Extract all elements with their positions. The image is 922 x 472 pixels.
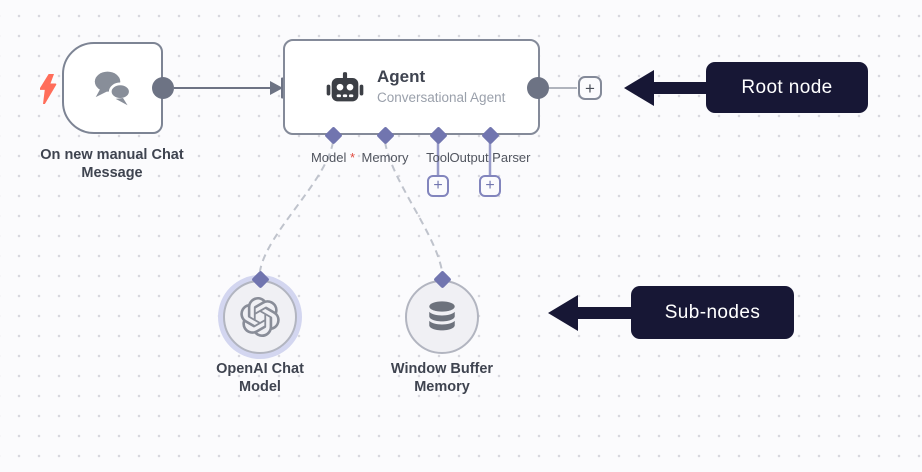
port-label-tool: Tool [426,150,450,165]
plus-icon: + [585,78,595,98]
trigger-node-label: On new manual Chat Message [40,147,184,181]
agent-title: Agent [377,67,426,86]
subnodes-arrow-shaft [574,307,634,319]
trigger-node[interactable] [62,42,163,134]
agent-output-connector[interactable] [527,77,549,99]
trigger-output-connector[interactable] [152,77,174,99]
chat-bubbles-icon [94,71,132,106]
root-arrow-head-icon [624,70,654,106]
robot-icon [326,72,364,102]
openai-logo-icon [240,297,280,337]
port-label-model: Model * [310,150,356,165]
plus-icon: + [433,177,443,194]
connection-trigger-to-agent[interactable] [174,81,283,95]
agent-node[interactable]: Agent Conversational Agent [283,39,540,135]
sub-nodes-callout: Sub-nodes [631,286,794,339]
database-icon [429,301,455,331]
add-tool-button[interactable]: + [427,175,449,197]
required-asterisk: * [346,150,356,165]
add-node-button[interactable]: + [578,76,602,100]
plus-icon: + [485,177,495,194]
port-label-memory: Memory [361,150,409,165]
lightning-trigger-icon [40,74,57,104]
agent-subtitle: Conversational Agent [377,90,506,105]
sub-nodes-callout-label: Sub-nodes [664,301,761,323]
port-label-output-parser: Output Parser [449,150,531,165]
subnodes-arrow-head-icon [548,295,578,331]
connection-model-to-openai[interactable] [259,141,334,272]
window-buffer-memory-node[interactable] [405,280,479,354]
connection-memory-to-buffer[interactable] [384,141,443,272]
root-node-callout-label: Root node [741,76,833,98]
memory-node-label: Window Buffer Memory [390,361,494,395]
root-arrow-shaft [650,82,710,94]
openai-chat-model-node[interactable] [223,280,297,354]
root-node-callout: Root node [706,62,868,113]
add-output-parser-button[interactable]: + [479,175,501,197]
openai-node-label: OpenAI Chat Model [216,361,304,395]
